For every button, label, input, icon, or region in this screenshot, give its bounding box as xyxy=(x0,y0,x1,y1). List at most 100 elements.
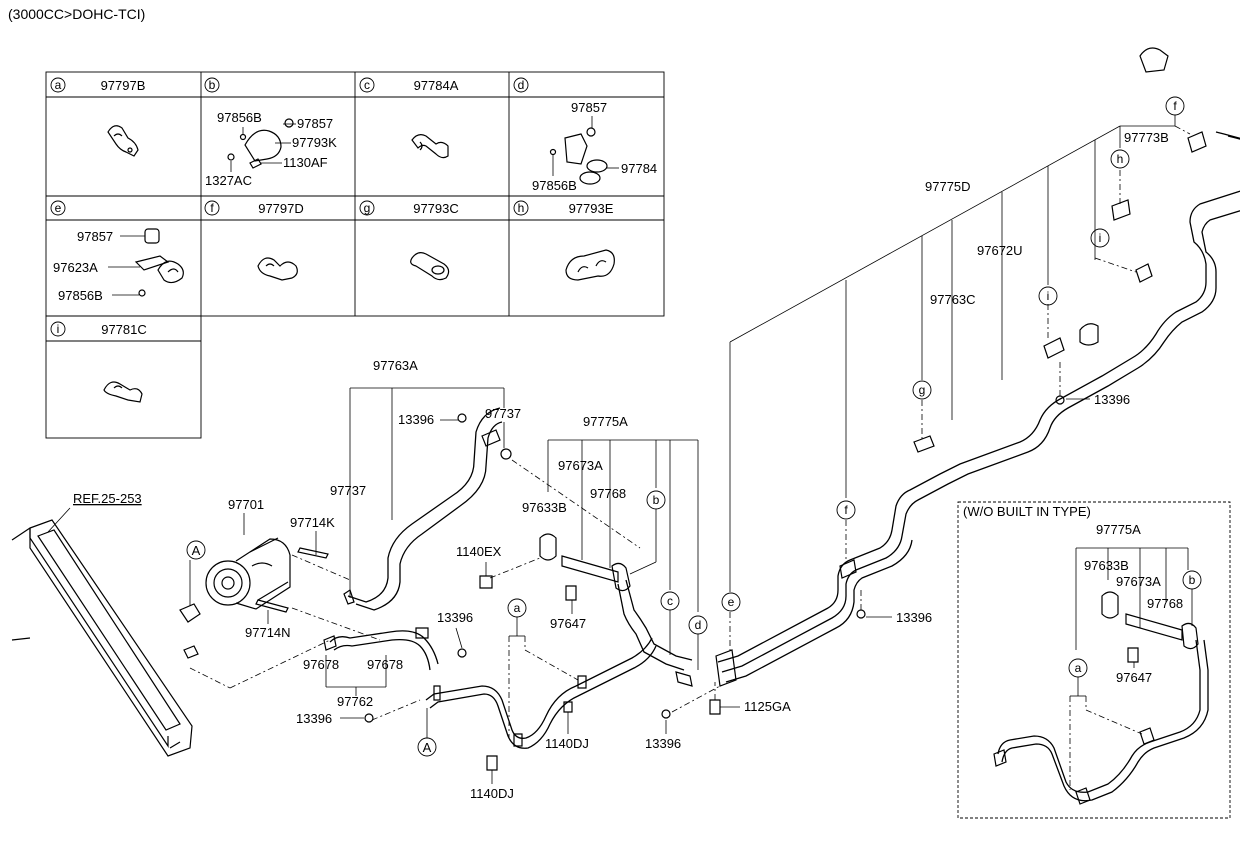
part-label: 97647 xyxy=(550,616,586,631)
callout-b-inset: b xyxy=(1182,570,1202,626)
part-label: 97714K xyxy=(290,515,335,530)
part-label: 13396 xyxy=(1094,392,1130,407)
condenser: REF.25-253 xyxy=(11,491,201,757)
callout-letter: f xyxy=(844,503,848,517)
callout-f-upper: f xyxy=(1165,96,1185,126)
part-label: 97673A xyxy=(1116,574,1161,589)
callout-c-main: c xyxy=(660,591,680,655)
callout-e-main: e xyxy=(721,592,741,612)
e-part-97623A: 97623A xyxy=(53,260,98,275)
cell-letter: f xyxy=(210,201,214,215)
inset-title: (W/O BUILT IN TYPE) xyxy=(963,504,1091,519)
d-part-97856B: 97856B xyxy=(532,178,577,193)
cell-part-number: 97797D xyxy=(258,201,304,216)
part-label: 97762 xyxy=(337,694,373,709)
callout-d-main: d xyxy=(688,615,708,670)
part-label: 1140EX xyxy=(456,544,502,559)
table-cell-d: d xyxy=(513,77,529,93)
compressor: 97701 97714K 97714N xyxy=(205,497,381,641)
part-label: 97672U xyxy=(977,243,1023,258)
b-part-97857: 97857 xyxy=(297,116,333,131)
part-label: 97773B xyxy=(1124,130,1169,145)
callout-letter: h xyxy=(1117,152,1124,166)
part-label: 97763C xyxy=(930,292,976,307)
callout-A-bottom: A xyxy=(417,708,437,757)
callout-letter: a xyxy=(1075,661,1082,675)
part-label: 13396 xyxy=(398,412,434,427)
cell-letter: d xyxy=(518,78,525,92)
clamp-icon xyxy=(411,134,449,159)
callout-i-upper: i xyxy=(1090,228,1110,248)
part-label: 97768 xyxy=(1147,596,1183,611)
callout-letter: b xyxy=(1189,573,1196,587)
part-label: 97633B xyxy=(1084,558,1129,573)
part-label: 97647 xyxy=(1116,670,1152,685)
table-cell-b: b xyxy=(204,77,220,93)
cell-letter: b xyxy=(209,78,216,92)
part-label: 97678 xyxy=(367,657,403,672)
part-label: 97673A xyxy=(558,458,603,473)
table-cell-h: h 97793E xyxy=(513,200,614,216)
cell-part-number: 97797B xyxy=(101,78,146,93)
callout-a-inset: a xyxy=(1068,658,1143,790)
d-part-97784: 97784 xyxy=(621,161,657,176)
callout-f-main: f xyxy=(836,500,856,520)
table-cell-i: i 97781C xyxy=(50,321,147,337)
cell-letter: e xyxy=(55,201,62,215)
table-cell-f: f 97797D xyxy=(204,200,304,216)
part-label: 13396 xyxy=(296,711,332,726)
bracket-assembly-icon xyxy=(108,228,184,297)
callout-letter: g xyxy=(919,383,926,397)
discharge-hose: 13396 97678 97678 97762 13396 xyxy=(296,610,473,726)
part-label: 97701 xyxy=(228,497,264,512)
e-part-97856B: 97856B xyxy=(58,288,103,303)
cell-letter: h xyxy=(518,201,525,215)
expansion-valve-group: 97775A 97673A 97768 97633B 1140EX 97647 xyxy=(456,414,699,687)
callout-letter: b xyxy=(653,493,660,507)
b-part-1327AC: 1327AC xyxy=(205,173,252,188)
d-part-97857: 97857 xyxy=(571,100,607,115)
cell-part-number: 97793E xyxy=(569,201,614,216)
page-header: (3000CC>DOHC-TCI) xyxy=(8,6,146,22)
long-pipe-assembly: 97775D 97672U 97763C 97773B xyxy=(715,47,1240,687)
b-part-1130AF: 1130AF xyxy=(283,155,328,170)
part-label: 97775A xyxy=(1096,522,1141,537)
bracket-assembly-icon xyxy=(549,116,619,185)
table-cell-g: g 97793C xyxy=(359,200,459,216)
callout-letter: i xyxy=(1047,289,1050,303)
parts-table: a 97797B b c 97784A d e f 97797D g 977 xyxy=(45,71,665,439)
cell-letter: g xyxy=(364,201,371,215)
callout-a-main: a xyxy=(507,598,579,738)
callout-letter: i xyxy=(1099,231,1102,245)
cell-part-number: 97781C xyxy=(101,322,147,337)
clamp-icon xyxy=(107,125,139,157)
cell-letter: a xyxy=(55,78,62,92)
callout-i-lower: i xyxy=(1038,286,1058,306)
part-label: 97714N xyxy=(245,625,291,640)
cell-letter: c xyxy=(364,78,370,92)
part-label: 1140DJ xyxy=(470,786,514,801)
part-label: 97763A xyxy=(373,358,418,373)
clamp-icon xyxy=(103,381,143,403)
inset-panel: (W/O BUILT IN TYPE) 97775A 97633B 97673A… xyxy=(957,501,1231,819)
part-label: 97737 xyxy=(485,406,521,421)
part-label: 13396 xyxy=(896,610,932,625)
ref-label: REF.25-253 xyxy=(73,491,142,506)
clamp-icon xyxy=(257,257,298,281)
part-label: 13396 xyxy=(437,610,473,625)
part-label: 97768 xyxy=(590,486,626,501)
cell-part-number: 97784A xyxy=(414,78,459,93)
cell-letter: i xyxy=(57,322,60,336)
liquid-line: 1140DJ 1140DJ xyxy=(425,637,657,801)
part-label: 97775D xyxy=(925,179,971,194)
callout-b-main: b xyxy=(629,490,666,575)
clamp-icon xyxy=(565,249,615,281)
part-label: 97737 xyxy=(330,483,366,498)
suction-hose: 97763A 97737 13396 97737 xyxy=(330,358,641,611)
table-cell-c: c 97784A xyxy=(359,77,459,93)
callout-letter: e xyxy=(728,595,735,609)
cell-part-number: 97793C xyxy=(413,201,459,216)
part-label: 97775A xyxy=(583,414,628,429)
part-label: 97633B xyxy=(522,500,567,515)
